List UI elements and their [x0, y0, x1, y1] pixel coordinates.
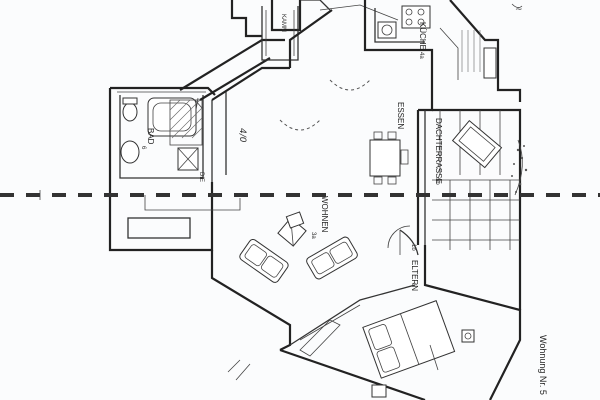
wohnen: WOHNEN 3a [210, 196, 419, 330]
pen-mark [511, 3, 523, 8]
living-outline: ESSEN [279, 9, 434, 245]
sofa-right [306, 236, 358, 280]
double-bed [362, 300, 456, 379]
diele-label: DIE [198, 172, 204, 182]
wohnung-label: Wohnung Nr. 5 [538, 335, 548, 395]
kueche-area-label: 4a [418, 52, 424, 59]
terrace-lounger [451, 119, 503, 169]
kammer-label: KAMM [280, 14, 286, 32]
eltern: ELTERN 1b [227, 244, 522, 400]
bad-label: BAD [146, 128, 155, 145]
dachterrasse-label: DACHTERRASSE [434, 118, 443, 184]
washbasin [120, 140, 140, 164]
sofa-left [239, 238, 289, 283]
kitchen: KÜCHE 4a [363, 0, 522, 102]
bathtub [147, 97, 197, 137]
essen-label: ESSEN [396, 102, 405, 129]
hand-note-1: 4/0 [237, 128, 247, 143]
fridge [483, 47, 497, 79]
eltern-area-label: 1b [410, 244, 416, 251]
dining-table [369, 139, 401, 177]
dachterrasse: DACHTERRASSE 5b [432, 108, 528, 310]
eltern-label: ELTERN [410, 260, 419, 291]
stove [401, 5, 431, 29]
nightstand-2 [371, 384, 387, 398]
wohnen-area-label: 3a [310, 232, 316, 239]
dachterrasse-area-label: 5b [434, 178, 440, 185]
hand-note-2: ~ [515, 5, 523, 15]
sink [377, 21, 397, 39]
bad-area-label: 6 [140, 146, 146, 150]
nightstand [461, 329, 475, 343]
bathroom: BAD 6 [108, 86, 241, 252]
toilet [122, 102, 138, 122]
kueche-label: KÜCHE [418, 22, 427, 50]
kammer: KAMM [230, 0, 399, 61]
wohnen-label: WOHNEN [320, 196, 329, 233]
hall-walls: DIE 4/0 [179, 38, 290, 182]
